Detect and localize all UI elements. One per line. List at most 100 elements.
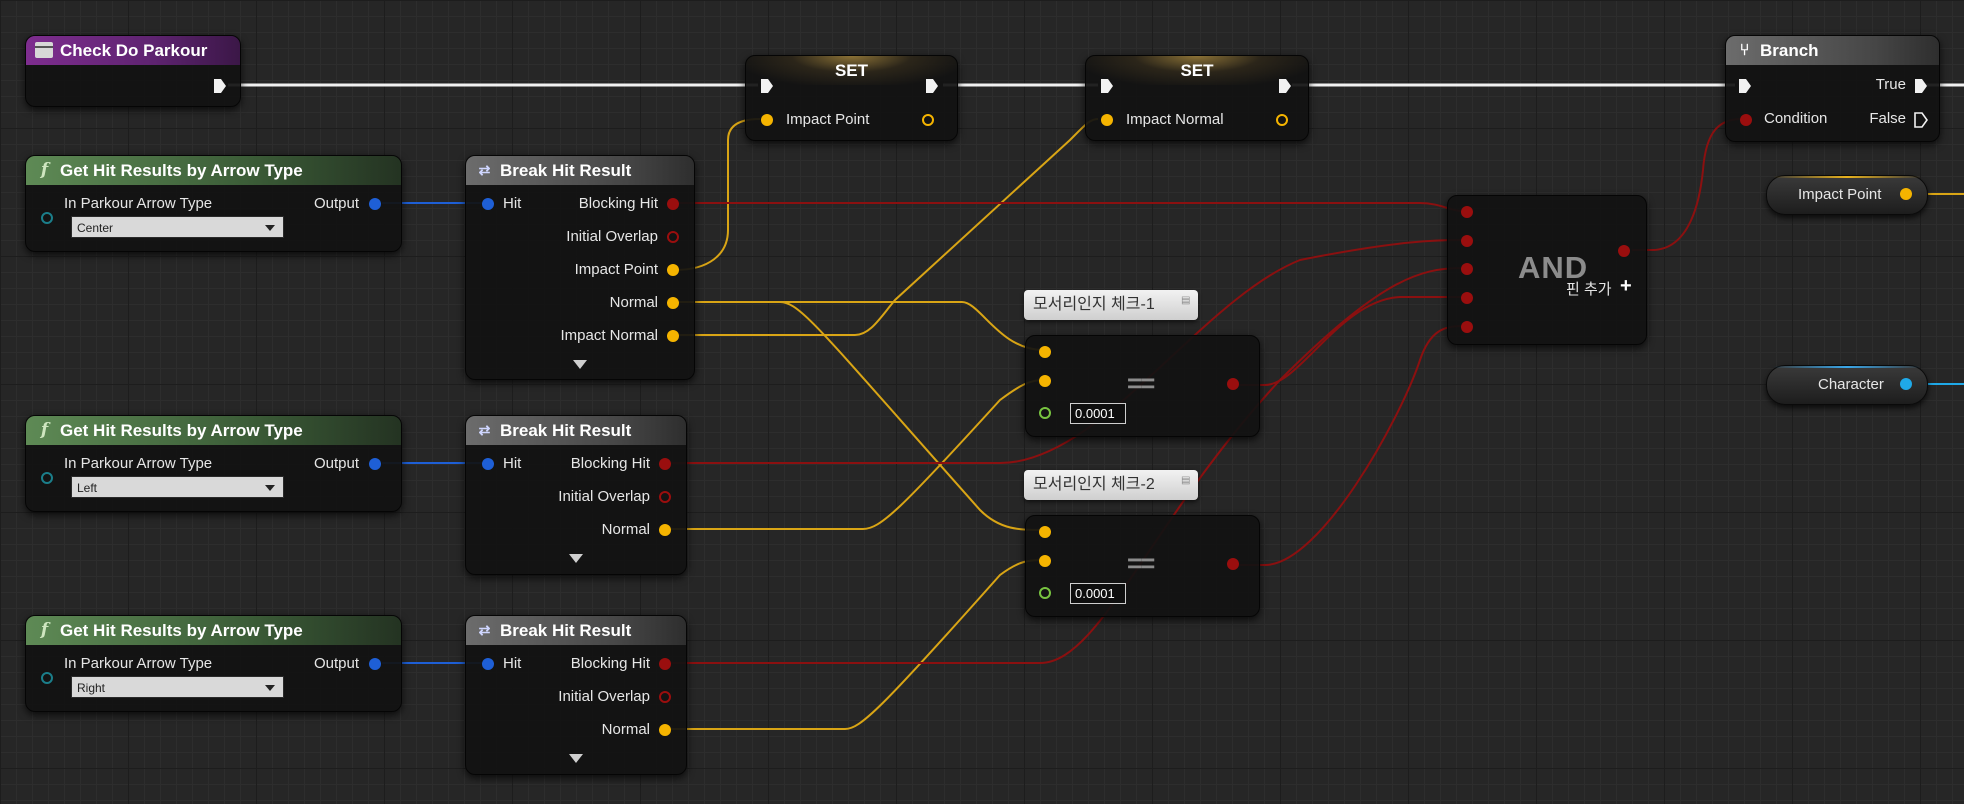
pushpin-icon[interactable]: ▤ bbox=[1181, 295, 1191, 306]
bool-wire bbox=[675, 202, 1463, 212]
arrow-type-input-pin[interactable] bbox=[41, 472, 53, 484]
comment-bubble-1[interactable]: 모서리인지 체크-1 ▤ bbox=[1024, 290, 1198, 320]
blocking-hit-pin[interactable] bbox=[659, 458, 671, 470]
character-getter-label: Character bbox=[1818, 376, 1884, 393]
normal-pin[interactable] bbox=[659, 524, 671, 536]
condition-input-pin[interactable] bbox=[1740, 114, 1752, 126]
and-input-pin-1[interactable] bbox=[1461, 206, 1473, 218]
equal-output-pin[interactable] bbox=[1227, 558, 1239, 570]
expand-arrow-icon[interactable] bbox=[569, 554, 583, 563]
tolerance-pin[interactable] bbox=[1039, 587, 1051, 599]
arrow-type-label: In Parkour Arrow Type bbox=[64, 655, 213, 672]
hit-input-pin[interactable] bbox=[482, 198, 494, 210]
impact-point-getter-node[interactable]: Impact Point bbox=[1766, 175, 1928, 215]
impact-normal-output-pin[interactable] bbox=[1276, 114, 1288, 126]
blocking-hit-pin[interactable] bbox=[667, 198, 679, 210]
event-node-check-do-parkour[interactable]: Check Do Parkour bbox=[25, 35, 241, 107]
impact-normal-pin[interactable] bbox=[667, 330, 679, 342]
tolerance-input[interactable]: 0.0001 bbox=[1070, 403, 1126, 424]
character-getter-node[interactable]: Character bbox=[1766, 365, 1928, 405]
equal-node-1[interactable]: 0.0001 == bbox=[1025, 335, 1260, 437]
hit-input-pin[interactable] bbox=[482, 458, 494, 470]
vector-wire bbox=[675, 301, 1044, 531]
exec-input-pin[interactable] bbox=[1100, 78, 1114, 94]
break-struct-icon: ⇄ bbox=[478, 622, 491, 638]
equal-output-pin[interactable] bbox=[1227, 378, 1239, 390]
chevron-down-icon bbox=[265, 485, 275, 491]
arrow-type-input-pin[interactable] bbox=[41, 672, 53, 684]
exec-output-pin[interactable] bbox=[925, 78, 939, 94]
blocking-hit-pin[interactable] bbox=[659, 658, 671, 670]
dropdown-value: Center bbox=[77, 221, 114, 235]
pushpin-icon[interactable]: ▤ bbox=[1181, 475, 1191, 486]
and-output-pin[interactable] bbox=[1618, 245, 1630, 257]
event-node-header: Check Do Parkour bbox=[26, 36, 240, 65]
exec-input-pin[interactable] bbox=[1738, 78, 1752, 94]
bool-wire bbox=[667, 239, 1463, 464]
get-hit-results-node-center[interactable]: f Get Hit Results by Arrow Type In Parko… bbox=[25, 155, 402, 252]
break-hit-result-node-right[interactable]: ⇄ Break Hit Result Hit Blocking Hit Init… bbox=[465, 615, 687, 775]
impact-point-input-pin[interactable] bbox=[761, 114, 773, 126]
plus-icon[interactable]: + bbox=[1620, 275, 1632, 297]
vector-wire bbox=[667, 379, 1044, 530]
arrow-type-dropdown[interactable]: Center bbox=[71, 216, 284, 238]
branch-node[interactable]: ⑂ Branch True Condition False bbox=[1725, 35, 1940, 142]
arrow-type-input-pin[interactable] bbox=[41, 212, 53, 224]
event-node-title: Check Do Parkour bbox=[60, 41, 208, 60]
exec-output-pin[interactable] bbox=[213, 78, 227, 94]
equal-input-b-pin[interactable] bbox=[1039, 375, 1051, 387]
comment-bubble-2[interactable]: 모서리인지 체크-2 ▤ bbox=[1024, 470, 1198, 500]
bool-wire bbox=[1238, 296, 1462, 386]
initial-overlap-pin[interactable] bbox=[659, 691, 671, 703]
tolerance-input[interactable]: 0.0001 bbox=[1070, 583, 1126, 604]
true-exec-pin[interactable] bbox=[1914, 78, 1928, 94]
hit-label: Hit bbox=[503, 655, 522, 672]
and-input-pin-4[interactable] bbox=[1461, 292, 1473, 304]
output-pin[interactable] bbox=[369, 658, 381, 670]
equal-symbol: == bbox=[1127, 368, 1155, 398]
and-input-pin-3[interactable] bbox=[1461, 263, 1473, 275]
impact-point-pin[interactable] bbox=[667, 264, 679, 276]
output-pin[interactable] bbox=[369, 458, 381, 470]
expand-arrow-icon[interactable] bbox=[569, 754, 583, 763]
equal-input-a-pin[interactable] bbox=[1039, 346, 1051, 358]
equal-input-a-pin[interactable] bbox=[1039, 526, 1051, 538]
normal-pin[interactable] bbox=[667, 297, 679, 309]
tolerance-pin[interactable] bbox=[1039, 407, 1051, 419]
equal-node-2[interactable]: 0.0001 == bbox=[1025, 515, 1260, 617]
exec-output-pin[interactable] bbox=[1278, 78, 1292, 94]
hit-input-pin[interactable] bbox=[482, 658, 494, 670]
impact-normal-input-pin[interactable] bbox=[1101, 114, 1113, 126]
get-hit-results-node-right[interactable]: f Get Hit Results by Arrow Type In Parko… bbox=[25, 615, 402, 712]
condition-label: Condition bbox=[1764, 110, 1828, 127]
arrow-type-dropdown[interactable]: Right bbox=[71, 676, 284, 698]
break-hit-result-node-center[interactable]: ⇄ Break Hit Result Hit Blocking Hit Init… bbox=[465, 155, 695, 380]
set-node-impact-point[interactable]: SET Impact Point bbox=[745, 55, 958, 141]
and-input-pin-5[interactable] bbox=[1461, 321, 1473, 333]
break-hit-result-node-left[interactable]: ⇄ Break Hit Result Hit Blocking Hit Init… bbox=[465, 415, 687, 575]
character-getter-pin[interactable] bbox=[1900, 378, 1912, 390]
normal-pin[interactable] bbox=[659, 724, 671, 736]
impact-point-output-pin[interactable] bbox=[922, 114, 934, 126]
impact-point-getter-pin[interactable] bbox=[1900, 188, 1912, 200]
break-node-title: Break Hit Result bbox=[500, 421, 632, 440]
set-node-impact-normal[interactable]: SET Impact Normal bbox=[1085, 55, 1309, 141]
false-exec-pin[interactable] bbox=[1914, 112, 1928, 128]
and-node[interactable]: AND 핀 추가 + bbox=[1447, 195, 1647, 345]
set-node-title: SET bbox=[1180, 61, 1214, 80]
initial-overlap-pin[interactable] bbox=[667, 231, 679, 243]
chevron-down-icon bbox=[265, 685, 275, 691]
break-node-header: ⇄ Break Hit Result bbox=[466, 616, 686, 645]
arrow-type-dropdown[interactable]: Left bbox=[71, 476, 284, 498]
blocking-hit-label: Blocking Hit bbox=[570, 655, 650, 672]
exec-input-pin[interactable] bbox=[760, 78, 774, 94]
add-pin-label[interactable]: 핀 추가 bbox=[1566, 281, 1612, 298]
and-input-pin-2[interactable] bbox=[1461, 235, 1473, 247]
output-pin[interactable] bbox=[369, 198, 381, 210]
expand-arrow-icon[interactable] bbox=[573, 360, 587, 369]
dropdown-value: Right bbox=[77, 681, 106, 695]
equal-input-b-pin[interactable] bbox=[1039, 555, 1051, 567]
initial-overlap-pin[interactable] bbox=[659, 491, 671, 503]
get-hit-results-node-left[interactable]: f Get Hit Results by Arrow Type In Parko… bbox=[25, 415, 402, 512]
chevron-down-icon bbox=[265, 225, 275, 231]
